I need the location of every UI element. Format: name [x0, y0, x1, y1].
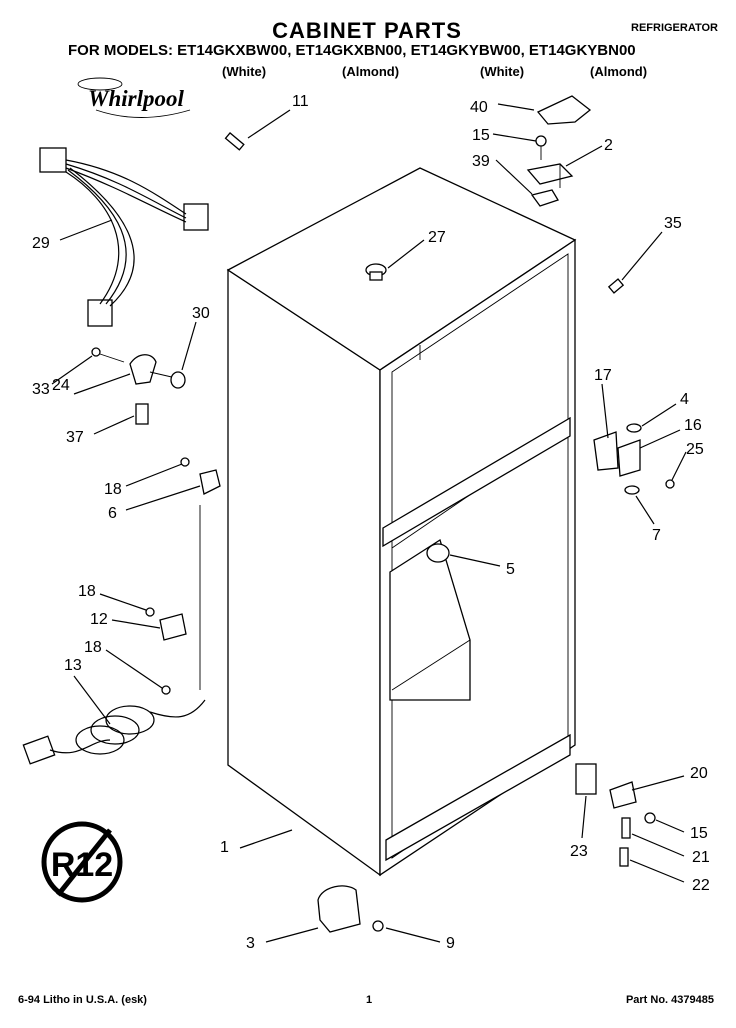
models-line: FOR MODELS: ET14GKXBW00, ET14GKXBN00, ET…	[68, 42, 636, 59]
callout-label: 35	[664, 215, 682, 232]
footer-litho: 6-94 Litho in U.S.A. (esk)	[18, 994, 147, 1006]
part-12-clamp	[145, 607, 187, 641]
part-24-bracket	[129, 354, 177, 385]
callout-label: 6	[108, 505, 117, 522]
callout-label: 22	[692, 877, 710, 894]
callout-label: 29	[32, 235, 50, 252]
callout-label: 11	[292, 93, 309, 110]
category-label: REFRIGERATOR	[631, 22, 718, 34]
callout-label: 7	[652, 527, 661, 544]
part-6-clip	[180, 457, 221, 495]
callout-label: 40	[470, 99, 488, 116]
page-title: CABINET PARTS	[272, 18, 462, 43]
callout-label: 18	[104, 481, 122, 498]
callout-label: 23	[570, 843, 588, 860]
part-40-hinge-cover	[536, 95, 592, 125]
callout-label: 15	[472, 127, 490, 144]
part-27-plug-button	[365, 263, 387, 281]
callout-label: 25	[686, 441, 704, 458]
part-25-screw	[665, 479, 675, 489]
callout-label: 33	[32, 381, 50, 398]
part-29-wire-harness	[39, 147, 209, 327]
callout-label: 18	[84, 639, 102, 656]
callout-label: 17	[594, 367, 612, 384]
callout-label: 9	[446, 935, 455, 952]
footer-page-number: 1	[366, 994, 373, 1006]
variant-label: (White)	[480, 64, 525, 79]
part-9-screw	[372, 920, 384, 932]
part-15-screw-top	[535, 135, 547, 160]
footer-part-number: Part No. 4379485	[625, 994, 714, 1006]
callout-label: 1	[220, 839, 229, 856]
callout-label: 18	[78, 583, 96, 600]
part-35-plug	[607, 278, 625, 294]
callout-label: 3	[246, 935, 255, 952]
part-5-thermostat-knob	[426, 543, 450, 563]
cabinet-body	[226, 167, 577, 877]
callout-label: 4	[680, 391, 689, 408]
callout-label: 39	[472, 153, 490, 170]
part-16-hinge-pin	[617, 439, 641, 477]
callout-label: 21	[692, 849, 710, 866]
callout-label: 2	[604, 137, 613, 154]
callout-label: 13	[64, 657, 82, 674]
part-3-leveling-leg	[317, 885, 361, 933]
r12-badge: R12	[41, 821, 123, 903]
whirlpool-logo: Whirlpool	[77, 77, 191, 118]
part-13-power-cord	[22, 505, 206, 765]
part-7-washer	[624, 485, 640, 495]
callout-label: 15	[690, 825, 708, 842]
callout-label: 30	[192, 305, 210, 322]
variant-label: (Almond)	[342, 64, 400, 79]
part-2-top-hinge	[526, 163, 574, 188]
part-37-spacer	[135, 403, 149, 425]
part-20-bottom-hinge	[609, 781, 637, 809]
callout-label: 5	[506, 561, 515, 578]
part-21-hinge-pin	[621, 817, 631, 839]
callout-label: 24	[52, 377, 70, 394]
part-39-shim	[530, 189, 559, 207]
part-15-screw-bottom	[644, 812, 656, 824]
callout-label: 27	[428, 229, 446, 246]
variant-label: (White)	[222, 64, 267, 79]
callout-label: 37	[66, 429, 84, 446]
part-4-washer	[626, 423, 642, 433]
logo-text: Whirlpool	[88, 86, 184, 111]
callout-label: 20	[690, 765, 708, 782]
callout-label: 16	[684, 417, 702, 434]
part-11-screw	[224, 132, 245, 151]
part-23-bottom-bracket	[575, 763, 597, 795]
r12-text: R12	[51, 846, 113, 884]
variant-label: (Almond)	[590, 64, 648, 79]
part-17-center-hinge	[593, 431, 619, 471]
part-30-grommet	[170, 371, 186, 389]
callout-label: 12	[90, 611, 108, 628]
leader-lines	[51, 103, 687, 943]
part-22-screw	[619, 847, 629, 867]
part-33-screw	[91, 347, 125, 363]
